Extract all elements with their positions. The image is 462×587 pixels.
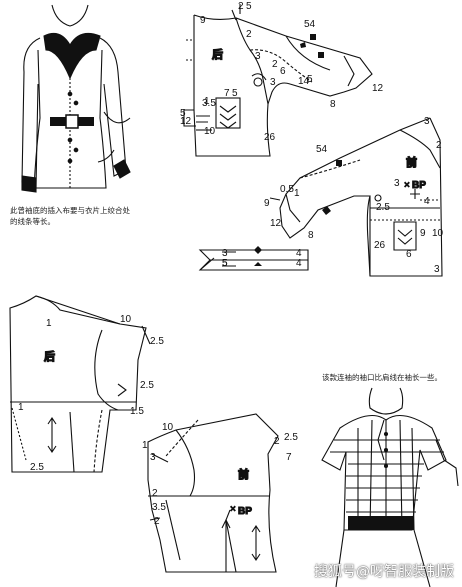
front-sleeve-pattern [269, 117, 443, 277]
panel4-measure-2: 2.5 [150, 336, 164, 347]
back-label-1: 后 [212, 47, 223, 61]
bp-label-1: BP [412, 180, 426, 191]
caption-line-1: 此曾袖底的插入布要与衣片上绞合处 [10, 206, 130, 215]
panel2-measure-11: 6 [406, 249, 412, 260]
panel4-measure-0: 1 [46, 318, 52, 329]
panel1-measure-19: 10 [204, 126, 216, 137]
panel5-measure-4: 2.5 [284, 432, 298, 443]
panel4-measure-6: 2.5 [30, 462, 44, 473]
panel5-measure-3: 2 [152, 488, 158, 499]
panel1-measure-13: 7 [224, 88, 230, 99]
panel5-measure-1: 1 [142, 440, 148, 451]
panel1-measure-0: 2 [238, 1, 244, 12]
panel5-measure-0: 10 [162, 422, 174, 433]
panel1-measure-11: 8 [330, 99, 336, 110]
panel3-measure-1: 5 [222, 258, 228, 269]
plaid-dress-illustration [321, 387, 459, 587]
panel1-measure-7: 3 [270, 77, 276, 88]
panel1-measure-1: 5 [246, 1, 252, 12]
panel4-measure-3: 2.5 [140, 380, 154, 391]
panel2-measure-13: 10 [432, 228, 444, 239]
back-bodice-pattern [9, 295, 151, 473]
bp-cross-2: × [230, 504, 236, 515]
panel1-measure-16: 1 [204, 96, 210, 107]
panel1-measure-20: 26 [264, 132, 276, 143]
panel4-measure-4: 1 [18, 402, 24, 413]
panel5-measure-7: 3.5 [152, 502, 166, 513]
caption-top-left: 此曾袖底的插入布要与衣片上绞合处 的线条等长。 [10, 205, 130, 227]
panel3-measure-4: 4 [296, 258, 302, 269]
bp-cross-1: × [404, 180, 410, 191]
panel2-measure-14: 26 [374, 240, 386, 251]
panel2-measure-5: 1 [294, 188, 300, 199]
panel2-measure-2: 54 [316, 144, 328, 155]
panel2-measure-8: 12 [270, 218, 282, 229]
panel2-measure-6: 9 [264, 198, 270, 209]
watermark: 搜狐号@呀智服装制版 [314, 564, 454, 580]
panel4-measure-1: 10 [120, 314, 132, 325]
panel2-measure-1: 2 [436, 140, 442, 151]
jacket-illustration [21, 4, 131, 193]
back-sleeve-pattern [183, 4, 373, 157]
panel1-measure-9: 5 [307, 74, 313, 85]
panel1-measure-10: 14 [298, 76, 310, 87]
panel5-measure-2: 3 [150, 452, 156, 463]
gusset-strip [198, 246, 309, 271]
panel2-measure-3: 3 [394, 178, 400, 189]
caption-line-2: 的线条等长。 [10, 217, 55, 226]
front-label-1: 前 [406, 155, 417, 169]
panel3-measure-3: 5 [222, 258, 228, 269]
back-label-2: 后 [44, 349, 55, 363]
panel3-measure-2: 4 [296, 248, 302, 259]
caption-bottom-right: 该款连袖的袖口比肩线在袖长一些。 [322, 373, 442, 382]
panel2-measure-4: 0.5 [280, 184, 294, 195]
panel1-measure-4: 54 [304, 19, 316, 30]
panel2-measure-15: 3 [434, 264, 440, 275]
panel5-measure-8: 2 [154, 516, 160, 527]
panel4-measure-5: 1.5 [130, 406, 144, 417]
panel2-measure-9: 8 [308, 230, 314, 241]
panel1-measure-18: 12 [180, 116, 192, 127]
panel1-measure-2: 9 [200, 15, 206, 26]
panel1-measure-17: 5 [180, 108, 186, 119]
panel1-measure-14: 5 [232, 88, 238, 99]
panel2-measure-7: 2.5 [376, 202, 390, 213]
panel5-measure-6: 7 [286, 452, 292, 463]
panel5-measure-5: 2 [274, 436, 280, 447]
panel3-measure-0: 3 [222, 248, 228, 259]
front-bodice-pattern [147, 413, 279, 573]
panel1-measure-6: 2 [272, 59, 278, 70]
panel1-measure-12: 12 [372, 83, 384, 94]
bp-label-2: BP [238, 506, 252, 517]
panel2-measure-0: 3 [424, 116, 430, 127]
front-label-2: 前 [238, 467, 249, 481]
panel1-measure-8: 6 [280, 66, 286, 77]
panel2-measure-12: 9 [420, 228, 426, 239]
panel2-measure-10: 4 [424, 196, 430, 207]
panel1-measure-5: 3 [255, 51, 261, 62]
panel1-measure-15: 3.5 [202, 98, 216, 109]
panel1-measure-3: 2 [246, 29, 252, 40]
